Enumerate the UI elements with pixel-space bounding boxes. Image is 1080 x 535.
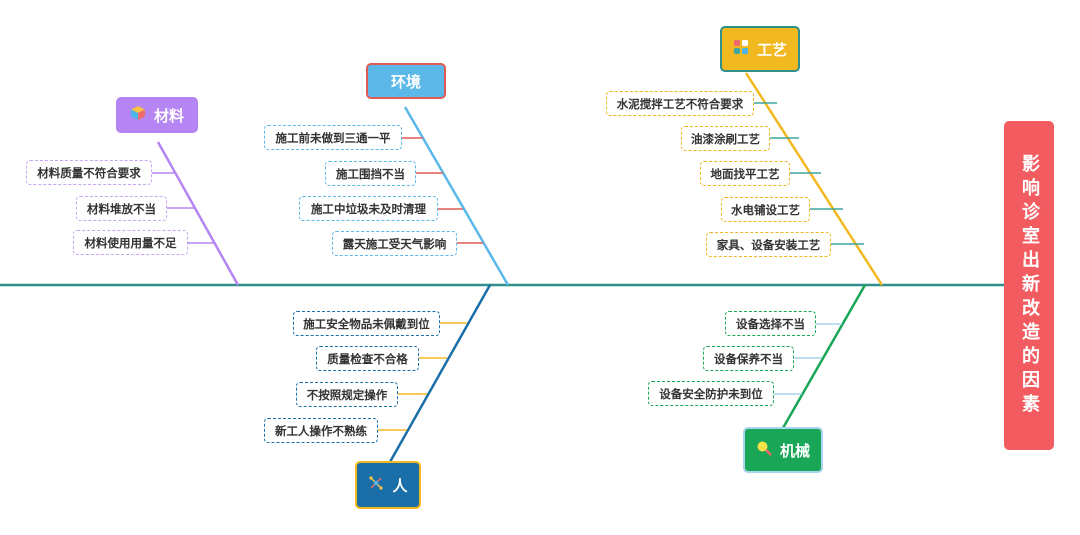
cause-item[interactable]: 设备选择不当 xyxy=(725,311,816,336)
bone-materials xyxy=(156,141,240,286)
category-label: 材料 xyxy=(153,106,184,125)
fishbone-head[interactable]: 影响诊室出新改造的因素 xyxy=(1004,121,1054,450)
category-label: 工艺 xyxy=(756,40,787,59)
network-icon xyxy=(368,475,384,495)
cause-item[interactable]: 施工中垃圾未及时清理 xyxy=(299,196,438,221)
bone-people xyxy=(388,284,492,463)
cause-item[interactable]: 地面找平工艺 xyxy=(700,161,790,186)
cause-item[interactable]: 水泥搅拌工艺不符合要求 xyxy=(606,91,754,116)
cause-item[interactable]: 不按照规定操作 xyxy=(296,382,398,407)
cause-item[interactable]: 质量检查不合格 xyxy=(316,346,419,371)
cause-item[interactable]: 材料使用用量不足 xyxy=(73,230,188,255)
cause-item[interactable]: 材料堆放不当 xyxy=(76,196,167,221)
cause-item[interactable]: 施工前未做到三通一平 xyxy=(264,125,402,150)
bone-environment xyxy=(403,106,510,286)
cube-icon xyxy=(130,105,146,125)
magnifier-icon xyxy=(756,440,772,460)
cause-item[interactable]: 设备保养不当 xyxy=(703,346,794,371)
cause-item[interactable]: 露天施工受天气影响 xyxy=(332,231,457,256)
cause-item[interactable]: 设备安全防护未到位 xyxy=(648,381,774,406)
cause-item[interactable]: 油漆涂刷工艺 xyxy=(681,126,770,151)
cause-item[interactable]: 施工安全物品未佩戴到位 xyxy=(293,311,440,336)
bone-machine xyxy=(781,284,867,429)
cause-item[interactable]: 新工人操作不熟练 xyxy=(264,418,378,443)
category-label: 环境 xyxy=(390,72,421,91)
category-process[interactable]: 工艺 xyxy=(720,26,800,72)
head-title: 影响诊室出新改造的因素 xyxy=(1019,153,1040,418)
category-machine[interactable]: 机械 xyxy=(743,427,823,473)
category-label: 机械 xyxy=(779,441,810,460)
category-people[interactable]: 人 xyxy=(355,461,421,509)
bone-process xyxy=(744,72,884,286)
cause-item[interactable]: 材料质量不符合要求 xyxy=(26,160,152,185)
cause-item[interactable]: 家具、设备安装工艺 xyxy=(706,232,831,257)
grid-icon xyxy=(733,39,749,59)
category-materials[interactable]: 材料 xyxy=(116,97,198,133)
category-label: 人 xyxy=(392,476,408,495)
category-environment[interactable]: 环境 xyxy=(366,63,446,99)
cause-item[interactable]: 水电铺设工艺 xyxy=(721,197,810,222)
cause-item[interactable]: 施工围挡不当 xyxy=(325,161,416,186)
